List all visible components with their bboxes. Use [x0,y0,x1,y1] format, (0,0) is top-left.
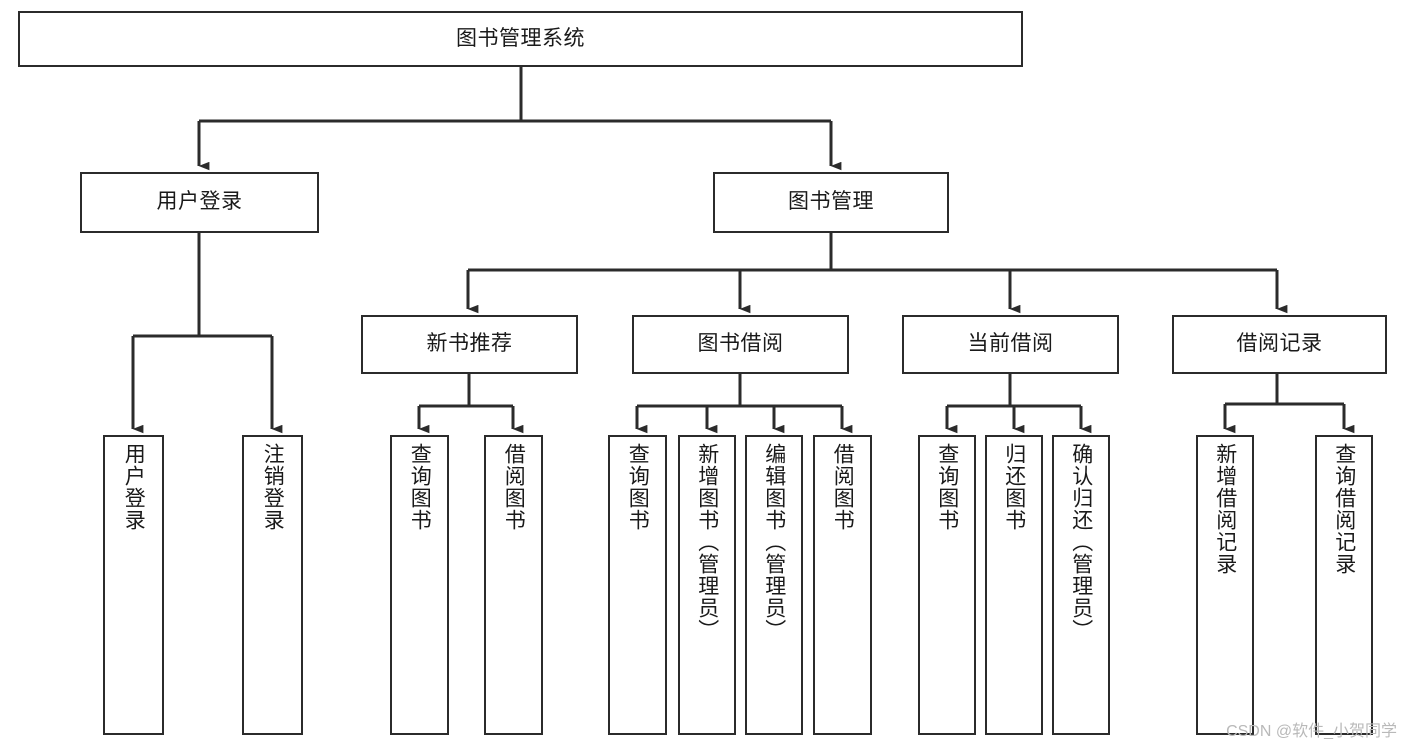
node-borrow-records[interactable]: 借阅记录 [1172,315,1387,374]
node-user-login-label: 用户登录 [156,190,243,214]
leaf-record-add[interactable]: 新增借阅记录 [1196,435,1254,735]
leaf-user-login-label: 用户登录 [122,443,146,531]
leaf-current-query-book-label: 查询图书 [935,443,959,531]
node-book-borrow[interactable]: 图书借阅 [632,315,849,374]
leaf-current-return-book[interactable]: 归还图书 [985,435,1043,735]
leaf-borrow-add-book-label: 新增图书（管理员） [695,443,719,641]
leaf-borrow-query-book[interactable]: 查询图书 [608,435,667,735]
node-new-book-recommend-label: 新书推荐 [426,332,513,356]
leaf-borrow-add-book[interactable]: 新增图书（管理员） [678,435,736,735]
node-book-borrow-label: 图书借阅 [697,332,784,356]
node-book-management[interactable]: 图书管理 [713,172,949,233]
leaf-borrow-edit-book-label: 编辑图书（管理员） [762,443,786,641]
leaf-new-book-borrow-label: 借阅图书 [502,443,526,531]
leaf-record-add-label: 新增借阅记录 [1213,443,1237,575]
leaf-user-logout[interactable]: 注销登录 [242,435,303,735]
leaf-current-query-book[interactable]: 查询图书 [918,435,976,735]
leaf-new-book-query[interactable]: 查询图书 [390,435,449,735]
leaf-borrow-query-book-label: 查询图书 [626,443,650,531]
leaf-borrow-edit-book[interactable]: 编辑图书（管理员） [745,435,803,735]
leaf-borrow-lend-book[interactable]: 借阅图书 [813,435,872,735]
leaf-new-book-query-label: 查询图书 [408,443,432,531]
leaf-current-confirm-return[interactable]: 确认归还（管理员） [1052,435,1110,735]
leaf-current-confirm-return-label: 确认归还（管理员） [1069,443,1093,641]
node-current-borrow-label: 当前借阅 [967,332,1054,356]
node-current-borrow[interactable]: 当前借阅 [902,315,1119,374]
leaf-current-return-book-label: 归还图书 [1002,443,1026,531]
leaf-user-login[interactable]: 用户登录 [103,435,164,735]
node-new-book-recommend[interactable]: 新书推荐 [361,315,578,374]
leaf-record-query-label: 查询借阅记录 [1332,443,1356,575]
node-user-login[interactable]: 用户登录 [80,172,319,233]
node-book-management-label: 图书管理 [788,190,874,214]
node-borrow-records-label: 借阅记录 [1236,332,1323,356]
leaf-new-book-borrow[interactable]: 借阅图书 [484,435,543,735]
watermark: CSDN @软件_小贺同学 [1226,723,1397,740]
leaf-record-query[interactable]: 查询借阅记录 [1315,435,1373,735]
leaf-user-logout-label: 注销登录 [261,443,285,531]
leaf-borrow-lend-book-label: 借阅图书 [831,443,855,531]
node-root[interactable]: 图书管理系统 [18,11,1023,67]
node-root-label: 图书管理系统 [456,26,585,50]
